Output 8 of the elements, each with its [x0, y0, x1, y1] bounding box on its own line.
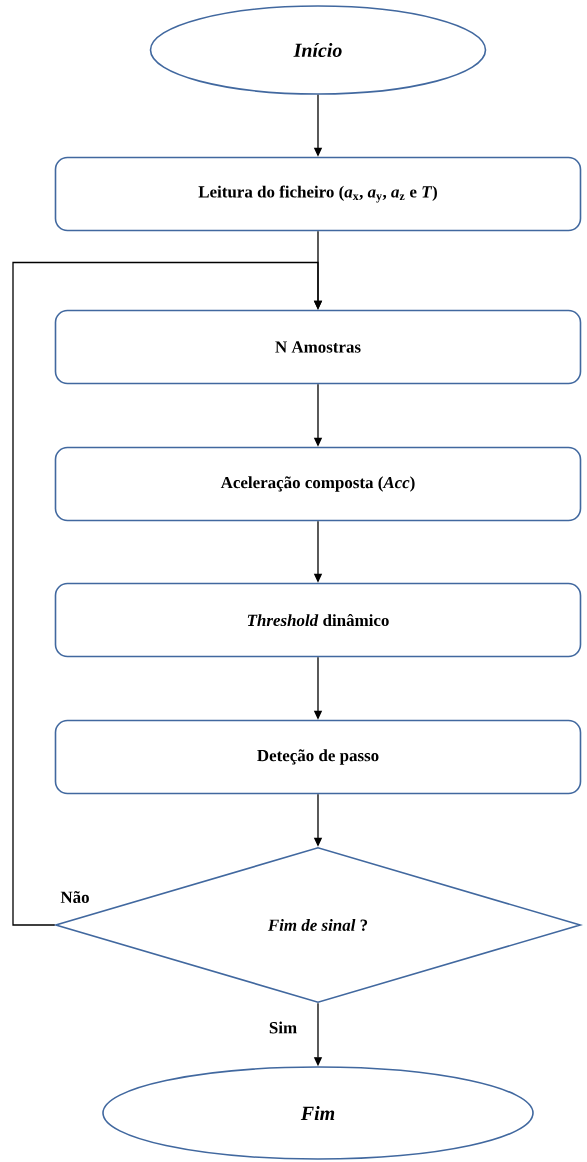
edge-label: Não — [59, 890, 91, 904]
edge-label: Sim — [267, 1020, 299, 1035]
arrow — [12, 261, 323, 926]
process-box: N Amostras — [54, 309, 582, 385]
process-box: Leitura do ficheiro (a$_{x}$, a$_{y}$, a$_{z}$ e T) — [54, 156, 582, 232]
process-box: Aceleração composta (Acc) — [54, 446, 582, 522]
process-box: Threshold dinâmico — [54, 582, 582, 658]
process-box: Deteção de passo — [54, 719, 582, 795]
